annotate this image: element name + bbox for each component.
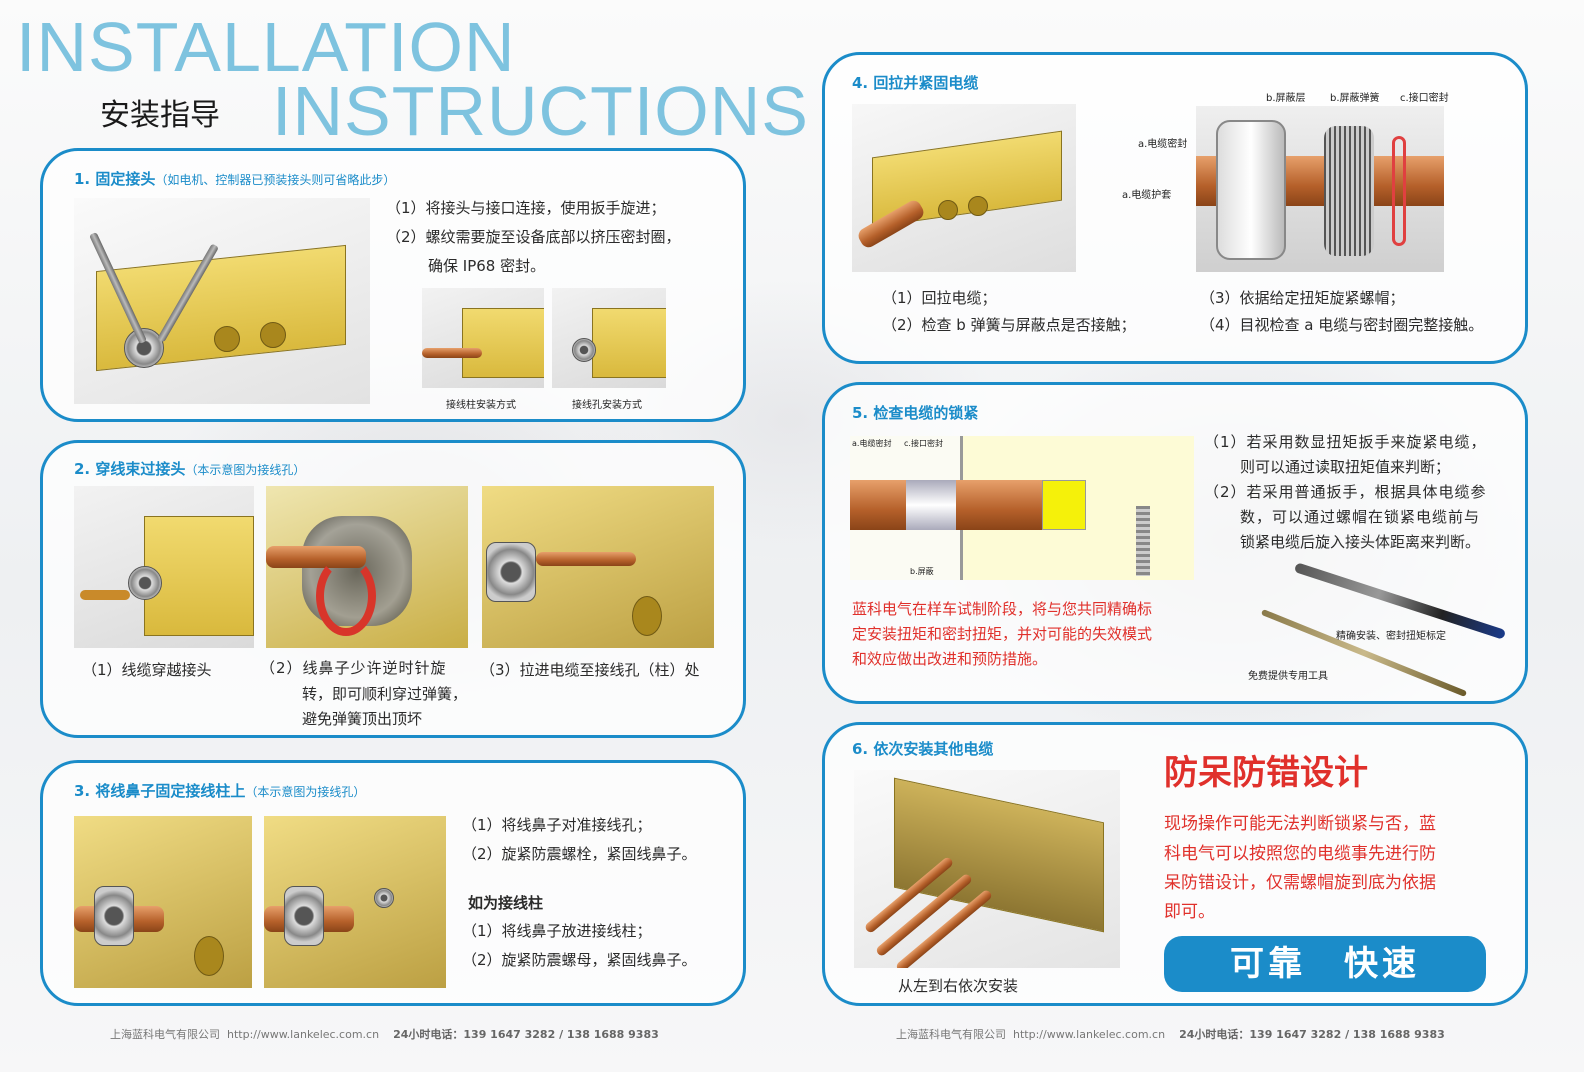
cable-gland [284,886,324,946]
step-2-image-2 [266,486,468,648]
shield-spring [1324,126,1374,256]
footer-right: 上海蓝科电气有限公司 http://www.lankelec.com.cn 24… [896,1028,1445,1041]
step-2-image-1 [74,486,254,648]
step-6-title: 6. 依次安装其他电缆 [852,740,994,758]
label-cable-sheath: a.电缆护套 [1122,190,1172,201]
cable [422,348,482,358]
fool-proof-text-2: 科电气可以按照您的电缆事先进行防 [1164,844,1436,864]
step-4-item-4: （4）目视检查 a 电缆与密封圈完整接触。 [1200,316,1484,334]
step-2-title: 2. 穿线束过接头（本示意图为接线孔） [74,460,306,478]
step-5-section-diagram [850,436,1194,580]
fool-proof-text-3: 呆防错设计，仅需螺帽旋到底为依据 [1164,873,1436,893]
label-shield-layer: b.屏蔽层 [1266,93,1306,104]
step-4-item-1: （1）回拉电缆； [882,289,997,307]
title-instructions: INSTRUCTIONS [272,72,809,150]
step-4-item-2: （2）检查 b 弹簧与屏蔽点是否接触； [882,316,1136,334]
fool-proof-text-1: 现场操作可能无法判断锁紧与否，蓝 [1164,814,1436,834]
label-interface-seal: c.接口密封 [1400,93,1449,104]
port-hole [194,936,224,976]
port-hole [214,326,240,352]
interface-seal [1392,136,1406,246]
step-5-note-2: 定安装扭矩和密封扭矩，并对可能的失效模式 [852,625,1153,643]
step-5-item-4: 数，可以通过螺帽在锁紧电缆前与 [1240,508,1481,526]
step-1-main-image [74,198,370,404]
step-3-title: 3. 将线鼻子固定接线柱上（本示意图为接线孔） [74,782,366,800]
cable-gland [128,566,162,600]
cable-lug [80,590,130,600]
anti-vibration-bolt [374,888,394,908]
step-4-title: 4. 回拉并紧固电缆 [852,74,979,92]
shield-band [906,480,956,530]
step-1-title: 1. 固定接头（如电机、控制器已预装接头则可省略此步） [74,170,396,188]
fool-proof-title: 防呆防错设计 [1164,753,1368,793]
fool-proof-text-4: 即可。 [1164,902,1215,922]
port-hole [260,322,286,348]
cable [536,552,636,566]
step-4-cross-section-diagram [1196,106,1444,272]
junction-box [462,308,544,378]
caption-terminal-hole: 接线孔安装方式 [572,400,642,411]
junction-box [144,516,254,636]
step-2-caption-1: （1）线缆穿越接头 [82,661,212,679]
gland-nut [1216,120,1286,260]
step-2-caption-3: （3）拉进电缆至接线孔（柱）处 [480,661,700,679]
label-cable-seal: a.电缆密封 [1138,139,1188,150]
tool-caption-torque: 精确安装、密封扭矩标定 [1336,631,1446,642]
cable-gland [486,542,536,602]
port-hole [632,596,662,636]
step-5-item-5: 锁紧电缆后旋入接头体距离来判断。 [1240,533,1481,551]
step-1-thumb-terminal-hole [552,288,666,388]
footer-left: 上海蓝科电气有限公司 http://www.lankelec.com.cn 24… [110,1028,659,1041]
step-3-alt-heading: 如为接线柱 [468,894,544,912]
cable-gland [572,338,596,362]
website-link[interactable]: http://www.lankelec.com.cn [227,1028,380,1041]
step-6-image [854,770,1120,968]
cable-gland [94,886,134,946]
junction-box [592,308,666,378]
title-chinese: 安装指导 [100,98,220,133]
step-1-thumb-terminal-post [422,288,544,388]
step-5-note-1: 蓝科电气在样车试制阶段，将与您共同精确标 [852,600,1153,618]
step-5-title: 5. 检查电缆的锁紧 [852,404,979,422]
ferrule [1042,480,1086,530]
step-1-item-1: （1）将接头与接口连接，使用扳手旋进； [386,199,666,217]
step-3-item-1: （1）将线鼻子对准接线孔； [462,816,652,834]
tool-caption-free-tool: 免费提供专用工具 [1248,671,1328,682]
port-hole [938,200,958,220]
step-3-item-2: （2）旋紧防震螺栓，紧固线鼻子。 [462,845,697,863]
label-interface-seal: c.接口密封 [904,439,943,448]
caption-terminal-post: 接线柱安装方式 [446,400,516,411]
step-3-image-1 [74,816,252,988]
step-1-item-3: 确保 IP68 密封。 [428,257,546,275]
step-2-image-3 [482,486,714,648]
step-6-image-caption: 从左到右依次安装 [898,977,1019,995]
step-5-note-3: 和效应做出改进和预防措施。 [852,650,1048,668]
terminal-bolt [1136,506,1150,576]
step-1-item-2: （2）螺纹需要旋至设备底部以挤压密封圈， [386,228,681,246]
reliable-fast-badge: 可靠 快速 [1164,936,1486,992]
label-cable-seal: a.电缆密封 [852,439,892,448]
step-4-item-3: （3）依据给定扭矩旋紧螺帽； [1200,289,1405,307]
step-4-image [852,104,1076,272]
step-5-item-2: 则可以通过读取扭矩值来判断； [1240,458,1451,476]
step-2-caption-2a: （2）线鼻子少许逆时针旋 [260,659,447,677]
port-hole [968,196,988,216]
step-5-item-3: （2）若采用普通扳手，根据具体电缆参 [1204,483,1487,501]
step-3-alt-item-2: （2）旋紧防震螺母，紧固线鼻子。 [462,951,697,969]
title-installation: INSTALLATION [16,8,516,86]
label-shield: b.屏蔽 [910,567,934,576]
step-3-alt-item-1: （1）将线鼻子放进接线柱； [462,922,652,940]
step-5-item-1: （1）若采用数显扭矩扳手来旋紧电缆， [1204,433,1487,451]
rotate-arrow-icon [316,556,376,636]
label-shield-spring: b.屏蔽弹簧 [1330,93,1380,104]
website-link[interactable]: http://www.lankelec.com.cn [1013,1028,1166,1041]
step-2-caption-2c: 避免弹簧顶出顶坏 [302,710,423,728]
step-3-image-2 [264,816,446,988]
step-2-caption-2b: 转，即可顺利穿过弹簧， [302,685,468,703]
